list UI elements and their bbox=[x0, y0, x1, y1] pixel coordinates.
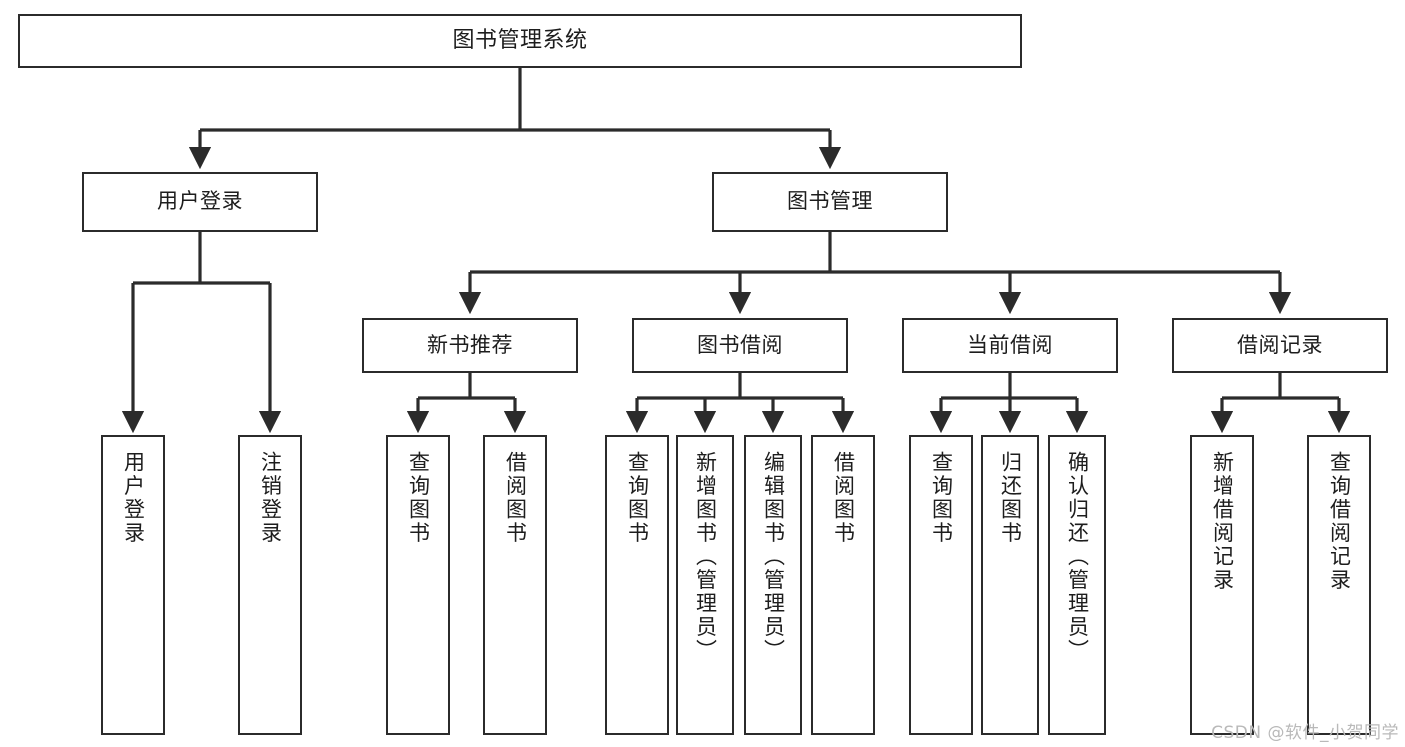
leaf-borrow-query-book[interactable]: 查询图书 bbox=[605, 435, 669, 735]
node-label: 新增借阅记录 bbox=[1210, 451, 1235, 592]
node-label: 借阅记录 bbox=[1237, 332, 1323, 357]
leaf-record-query-record[interactable]: 查询借阅记录 bbox=[1307, 435, 1371, 735]
node-current-borrow[interactable]: 当前借阅 bbox=[902, 318, 1118, 373]
node-root-system[interactable]: 图书管理系统 bbox=[18, 14, 1022, 68]
node-borrow-record[interactable]: 借阅记录 bbox=[1172, 318, 1388, 373]
node-label: 图书借阅 bbox=[697, 332, 783, 357]
node-label: 当前借阅 bbox=[967, 332, 1053, 357]
leaf-user-login-login[interactable]: 用户登录 bbox=[101, 435, 165, 735]
leaf-current-query-book[interactable]: 查询图书 bbox=[909, 435, 973, 735]
csdn-watermark: CSDN @软件_小贺同学 bbox=[1211, 723, 1399, 743]
node-label: 编辑图书（管理员） bbox=[761, 451, 786, 663]
leaf-user-login-logout[interactable]: 注销登录 bbox=[238, 435, 302, 735]
node-label: 查询图书 bbox=[929, 451, 954, 545]
leaf-borrow-edit-book-admin[interactable]: 编辑图书（管理员） bbox=[744, 435, 802, 735]
leaf-recommend-borrow-book[interactable]: 借阅图书 bbox=[483, 435, 547, 735]
node-label: 查询图书 bbox=[625, 451, 650, 545]
node-label: 注销登录 bbox=[258, 451, 283, 545]
node-label: 借阅图书 bbox=[503, 451, 528, 545]
leaf-borrow-borrow-book[interactable]: 借阅图书 bbox=[811, 435, 875, 735]
node-label: 新书推荐 bbox=[427, 332, 513, 357]
node-label: 借阅图书 bbox=[831, 451, 856, 545]
node-book-management[interactable]: 图书管理 bbox=[712, 172, 948, 232]
node-label: 确认归还（管理员） bbox=[1065, 451, 1090, 663]
node-label: 新增图书（管理员） bbox=[693, 451, 718, 663]
node-book-borrow[interactable]: 图书借阅 bbox=[632, 318, 848, 373]
node-label: 用户登录 bbox=[121, 451, 146, 545]
node-label: 归还图书 bbox=[998, 451, 1023, 545]
node-label: 用户登录 bbox=[157, 189, 243, 214]
node-label: 图书管理系统 bbox=[452, 27, 588, 53]
leaf-current-confirm-return-admin[interactable]: 确认归还（管理员） bbox=[1048, 435, 1106, 735]
leaf-recommend-query-book[interactable]: 查询图书 bbox=[386, 435, 450, 735]
node-new-book-recommend[interactable]: 新书推荐 bbox=[362, 318, 578, 373]
leaf-current-return-book[interactable]: 归还图书 bbox=[981, 435, 1039, 735]
leaf-borrow-add-book-admin[interactable]: 新增图书（管理员） bbox=[676, 435, 734, 735]
node-user-login[interactable]: 用户登录 bbox=[82, 172, 318, 232]
node-label: 查询借阅记录 bbox=[1327, 451, 1352, 592]
node-label: 查询图书 bbox=[406, 451, 431, 545]
node-label: 图书管理 bbox=[787, 189, 873, 214]
leaf-record-add-record[interactable]: 新增借阅记录 bbox=[1190, 435, 1254, 735]
